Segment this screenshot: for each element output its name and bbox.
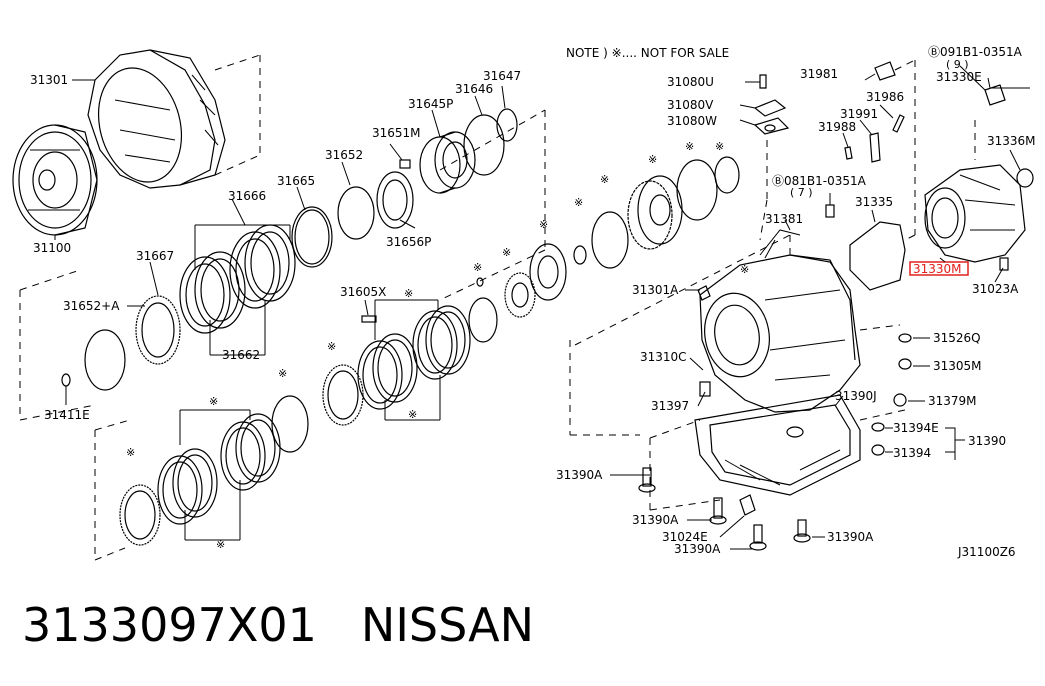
label-081b1-7: Ⓑ081B1-0351A — [772, 174, 867, 188]
label-31645p: 31645P — [408, 97, 453, 111]
label-31394: 31394 — [893, 446, 931, 460]
label-091b1-9: Ⓑ091B1-0351A — [928, 45, 1023, 59]
figure-code: J31100Z6 — [957, 545, 1016, 559]
asterisk-marker: ※ — [539, 218, 548, 231]
label-31394e: 31394E — [893, 421, 939, 435]
label-31647: 31647 — [483, 69, 521, 83]
label-31411e: 31411E — [44, 408, 90, 422]
pan-bolts-drawing — [638, 333, 912, 551]
label-31662: 31662 — [222, 348, 260, 362]
asterisk-marker: ※ — [216, 538, 225, 551]
asterisk-marker: ※ — [685, 140, 694, 153]
label-31381: 31381 — [765, 212, 803, 226]
converter-housing-drawing — [87, 49, 261, 189]
label-31390: 31390 — [968, 434, 1006, 448]
label-31397: 31397 — [651, 399, 689, 413]
label-31023a: 31023A — [972, 282, 1019, 296]
part-caption: 3133097X01 NISSAN — [22, 598, 534, 652]
label-31301a: 31301A — [632, 283, 679, 297]
label-31100: 31100 — [33, 241, 71, 255]
label-31330m: 31330M — [913, 262, 962, 276]
label-31981: 31981 — [800, 67, 838, 81]
label-31665: 31665 — [277, 174, 315, 188]
upper-center-parts-drawing — [376, 108, 546, 301]
lower-clutch-pack-drawing — [94, 395, 309, 561]
label-31336m: 31336M — [987, 134, 1036, 148]
label-31080u: 31080U — [667, 75, 714, 89]
transmission-case-drawing — [697, 229, 861, 413]
oil-pan-drawing — [649, 324, 906, 511]
label-31390a-1: 31390A — [556, 468, 603, 482]
label-31652: 31652 — [325, 148, 363, 162]
label-31390a-3: 31390A — [674, 542, 721, 556]
label-31301: 31301 — [30, 73, 68, 87]
label-31991: 31991 — [840, 107, 878, 121]
note-text: NOTE ) ※.... NOT FOR SALE — [566, 46, 729, 60]
highlight-box-31330m — [909, 261, 969, 276]
label-091b1-9-qty: ( 9 ) — [946, 58, 969, 71]
label-31080w: 31080W — [667, 114, 717, 128]
label-31652a: 31652+A — [63, 299, 120, 313]
asterisk-marker: ※ — [574, 196, 583, 209]
part-labels: NOTE ) ※.... NOT FOR SALE J31100Z6 31301… — [30, 45, 1036, 559]
asterisk-marker: ※ — [126, 446, 135, 459]
label-31379m: 31379M — [928, 394, 977, 408]
label-081b1-7-qty: ( 7 ) — [790, 186, 813, 199]
asterisk-marker: ※ — [473, 261, 482, 274]
asterisk-marker: ※ — [408, 408, 417, 421]
rear-extension-drawing — [825, 59, 1034, 291]
label-31605x: 31605X — [340, 285, 386, 299]
label-31390j: 31390J — [835, 389, 877, 403]
label-31330e: 31330E — [936, 70, 982, 84]
label-31526q: 31526Q — [933, 331, 981, 345]
asterisk-marker: ※ — [502, 246, 511, 259]
asterisk-marker: ※ — [740, 263, 749, 276]
label-31986: 31986 — [866, 90, 904, 104]
asterisk-marker: ※ — [404, 287, 413, 300]
label-31390a-4: 31390A — [827, 530, 874, 544]
label-31080v: 31080V — [667, 98, 714, 112]
asterisk-marker: ※ — [327, 340, 336, 353]
middle-clutch-pack-drawing — [322, 297, 498, 426]
asterisk-marker: ※ — [715, 140, 724, 153]
upper-bracket-bolts-drawing — [739, 74, 790, 241]
asterisk-marker: ※ — [278, 367, 287, 380]
label-31310c: 31310C — [640, 350, 687, 364]
label-31646: 31646 — [455, 82, 493, 96]
label-31024e: 31024E — [662, 530, 708, 544]
caption-part-number: 3133097X01 — [22, 598, 317, 652]
asterisk-marker: ※ — [648, 153, 657, 166]
not-for-sale-markers: ※ ※ ※ ※ ※ ※ ※ ※ ※ ※ ※ ※ ※ ※ ※ ※ — [126, 140, 749, 551]
label-31666: 31666 — [228, 189, 266, 203]
label-31988: 31988 — [818, 120, 856, 134]
asterisk-marker: ※ — [209, 395, 218, 408]
label-31651m: 31651M — [372, 126, 421, 140]
label-31305m: 31305M — [933, 359, 982, 373]
asterisk-marker: ※ — [600, 173, 609, 186]
label-31667: 31667 — [136, 249, 174, 263]
planetary-gear-parts-drawing — [476, 156, 791, 436]
torque-converter-drawing — [12, 124, 98, 236]
clutch-pack-drawing — [19, 186, 375, 421]
label-31656p: 31656P — [386, 235, 431, 249]
label-31335: 31335 — [855, 195, 893, 209]
label-31390a-2: 31390A — [632, 513, 679, 527]
leader-lines — [54, 65, 1030, 550]
caption-brand: NISSAN — [360, 598, 535, 652]
